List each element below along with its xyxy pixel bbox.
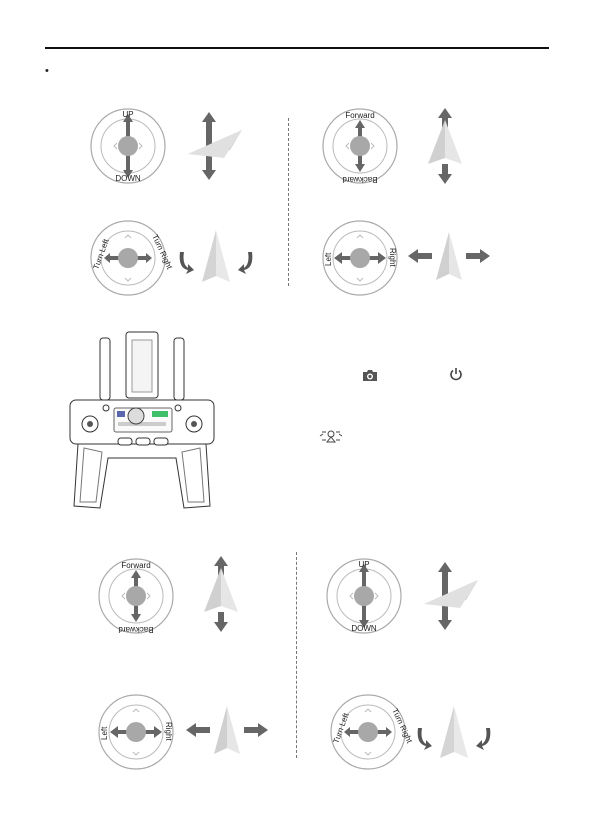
stick-up-down-2: UP DOWN [324, 556, 404, 636]
plane-turn-illustration [176, 228, 256, 288]
label-down: DOWN [115, 174, 141, 183]
stick-forward-backward-2: Forward Backward [96, 556, 176, 636]
label-backward: Backward [342, 175, 377, 184]
label-down-2: DOWN [351, 624, 377, 633]
stick-turn: Turn Left Turn Right [88, 218, 168, 298]
label-forward-2: Forward [121, 561, 150, 570]
plane-sideways-illustration [406, 230, 492, 286]
bullet: • [45, 66, 49, 77]
stick-turn-2: Turn Left Turn Right [328, 692, 408, 772]
stick-left-right: Left Right [320, 218, 400, 298]
camera-icon [362, 369, 378, 382]
plane-climb-illustration-2 [422, 560, 482, 632]
label-left: Left [324, 252, 333, 266]
column-divider-top [288, 118, 289, 286]
label-up-2: UP [358, 560, 369, 569]
plane-sideways-illustration-2 [184, 704, 270, 760]
drone-icon [318, 428, 344, 444]
header-rule [45, 47, 549, 49]
label-right: Right [388, 248, 397, 267]
label-right-2: Right [164, 722, 173, 741]
label-backward-2: Backward [118, 625, 153, 634]
label-forward: Forward [345, 111, 374, 120]
plane-turn-illustration-2 [414, 704, 494, 764]
plane-climb-illustration [186, 110, 246, 182]
power-icon [449, 367, 463, 381]
plane-forward-illustration [420, 106, 470, 186]
remote-controller-illustration [56, 330, 228, 510]
plane-forward-illustration-2 [196, 554, 246, 634]
label-left-2: Left [100, 726, 109, 740]
column-divider-bottom [296, 552, 297, 758]
stick-left-right-2: Left Right [96, 692, 176, 772]
stick-forward-backward: Forward Backward [320, 106, 400, 186]
label-up: UP [122, 110, 133, 119]
stick-up-down: UP DOWN [88, 106, 168, 186]
